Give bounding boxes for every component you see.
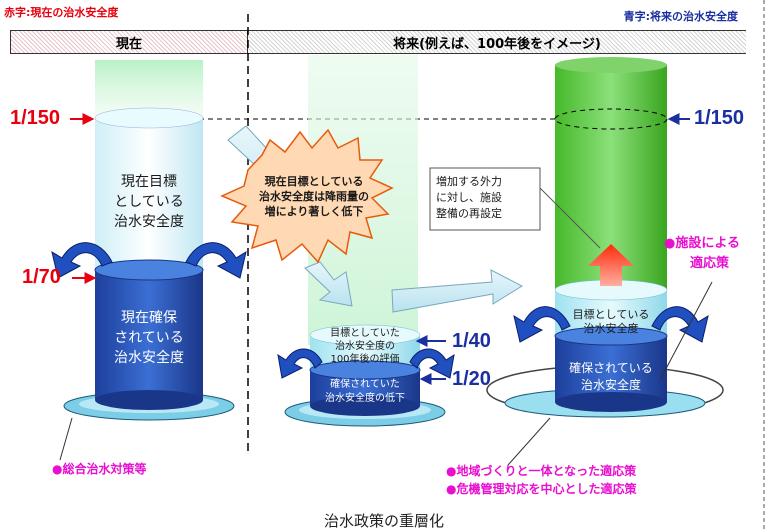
note-community: ●地域づくりと一体となった適応策 <box>446 464 637 478</box>
ratio-future-secured: 1/20 <box>452 368 491 390</box>
ratio-future-target: 1/150 <box>694 107 745 129</box>
legend-blue-future: 青字:将来の治水安全度 <box>623 10 738 23</box>
left-overflow-arrows <box>51 242 247 279</box>
timeline-header: 現在 将来(例えば、100年後をイメージ) <box>10 30 746 54</box>
explosion-shape <box>220 128 394 264</box>
header-now: 現在 <box>11 31 247 53</box>
middle-overflow-arrows <box>277 348 455 379</box>
note-facility-line2: 適応策 <box>690 256 730 271</box>
note-comprehensive: ●総合治水対策等 <box>52 462 147 476</box>
middle-secured-label: 確保されていた 治水安全度の低下 <box>325 379 405 404</box>
left-cylinder <box>63 60 235 421</box>
explosion-label: 現在目標としている 治水安全度は降雨量の 増により著しく低下 <box>259 175 369 218</box>
left-target-label: 現在目標 としている 治水安全度 <box>114 174 184 230</box>
right-target-label: 目標としている 治水安全度 <box>572 308 650 335</box>
header-future: 将来(例えば、100年後をイメージ) <box>247 31 746 53</box>
left-secured-label: 現在確保 されている 治水安全度 <box>114 310 184 366</box>
figure-caption: 治水政策の重層化 <box>323 512 444 530</box>
arrow-to-future <box>391 269 524 313</box>
right-secured-label: 確保されている 治水安全度 <box>569 361 653 392</box>
note-facility-line1: ●施設による <box>664 236 740 251</box>
note-crisis: ●危機管理対応を中心とした適応策 <box>446 482 637 496</box>
red-up-arrow <box>588 244 634 286</box>
ratio-current-target: 1/150 <box>10 107 61 129</box>
callout-box <box>429 167 541 231</box>
ratio-current-secured: 1/70 <box>22 266 61 288</box>
arrow-decline-lower <box>304 261 353 307</box>
middle-target-label: 目標としていた 治水安全度の 100年後の評価 <box>330 328 400 365</box>
right-overflow-arrows <box>513 306 709 343</box>
ratio-future-target-eval: 1/40 <box>452 330 491 352</box>
legend-red-current: 赤字:現在の治水安全度 <box>4 6 119 19</box>
callout-label: 増加する外力 に対し、施設 整備の再設定 <box>436 175 502 220</box>
